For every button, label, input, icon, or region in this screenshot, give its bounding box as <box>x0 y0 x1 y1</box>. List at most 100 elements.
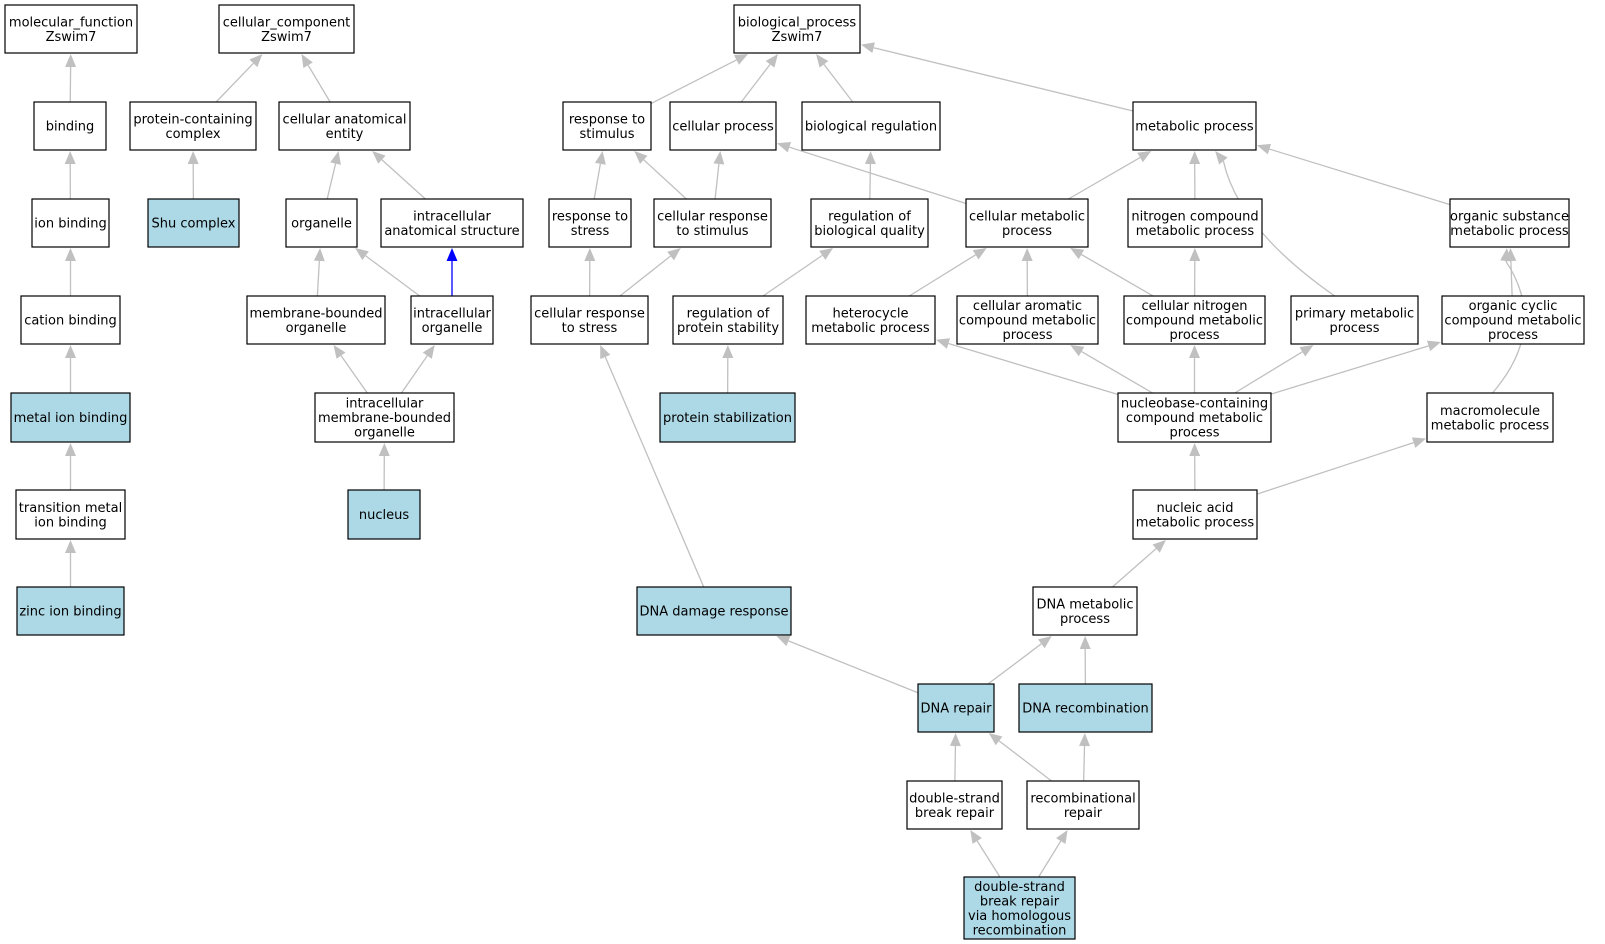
node-nucleus[interactable]: nucleus <box>347 489 421 540</box>
node-ion-binding[interactable]: ion binding <box>31 198 110 248</box>
node-label: regulation of <box>687 306 770 321</box>
edge-dna_repair-to-dna_damage <box>776 635 919 694</box>
node-box <box>659 392 796 443</box>
arrowhead <box>600 345 611 360</box>
arrowhead <box>733 54 749 65</box>
edge-line <box>326 163 337 200</box>
arrowhead <box>777 141 792 153</box>
node-box <box>314 392 455 443</box>
node-binding[interactable]: binding <box>33 101 107 151</box>
node-box <box>10 392 131 443</box>
node-box <box>1026 780 1140 830</box>
arrowhead <box>1189 443 1201 457</box>
arrowhead <box>667 248 681 261</box>
node-label: ion binding <box>34 515 106 530</box>
node-label: regulation of <box>828 209 911 224</box>
arrowhead <box>970 830 982 844</box>
node-label: intracellular <box>413 306 491 321</box>
node-box <box>963 876 1076 940</box>
edge-line <box>650 59 737 105</box>
node-label: heterocycle <box>833 306 909 321</box>
arrowhead <box>972 248 987 260</box>
node-shu-complex[interactable]: Shu complex <box>147 198 240 248</box>
node-label: biological quality <box>814 224 925 239</box>
edge-line <box>954 745 957 782</box>
edge-line <box>619 255 671 297</box>
node-metal-ion-binding[interactable]: metal ion binding <box>10 392 131 443</box>
node-label: biological_process <box>738 15 857 30</box>
edge-line <box>1269 148 1451 206</box>
node-box <box>1132 101 1257 151</box>
node-protein-stabilization[interactable]: protein stabilization <box>659 392 796 443</box>
node-label: metabolic process <box>1136 515 1255 530</box>
arrowhead <box>1215 151 1228 165</box>
node-dna-repair[interactable]: DNA repair <box>917 683 995 733</box>
edge-line <box>400 355 428 394</box>
arrowhead <box>819 248 834 260</box>
node-cellular-process[interactable]: cellular process <box>669 101 777 151</box>
node-label: cellular response <box>657 209 768 224</box>
node-label: molecular_function <box>9 15 133 30</box>
node-label: process <box>1330 321 1380 336</box>
arrowhead <box>187 151 199 165</box>
edge-nucleobase-to-primary_metabolic <box>1234 345 1314 394</box>
arrowhead <box>65 54 77 68</box>
edge-nucleobase-to-heterocycle <box>936 338 1119 396</box>
node-bio-regulation[interactable]: biological regulation <box>801 101 941 151</box>
node-box <box>246 295 386 345</box>
edge-recomb_repair-to-dna_recomb <box>1079 733 1091 782</box>
edge-line <box>1081 253 1154 297</box>
node-zinc-ion-binding[interactable]: zinc ion binding <box>16 586 125 636</box>
arrowhead <box>1137 151 1152 163</box>
node-organelle[interactable]: organelle <box>285 198 358 248</box>
node-box <box>1290 295 1419 345</box>
arrowhead <box>713 151 725 165</box>
node-box <box>672 295 784 345</box>
node-box <box>278 101 411 151</box>
node-label: cellular nitrogen <box>1141 299 1247 314</box>
node-dna-damage[interactable]: DNA damage response <box>636 586 792 636</box>
arrowhead <box>1299 345 1314 357</box>
edge-line <box>873 47 1134 112</box>
edge-line <box>788 640 919 694</box>
node-dna-recomb[interactable]: DNA recombination <box>1018 683 1153 733</box>
edge-dsb_repair-to-dna_repair <box>949 733 961 782</box>
node-label: compound metabolic <box>1444 314 1581 329</box>
arrowhead <box>446 248 458 261</box>
node-metabolic-process[interactable]: metabolic process <box>1132 101 1257 151</box>
node-label: Shu complex <box>152 217 236 232</box>
arrowhead <box>864 151 876 165</box>
node-cation-binding[interactable]: cation binding <box>20 295 121 345</box>
